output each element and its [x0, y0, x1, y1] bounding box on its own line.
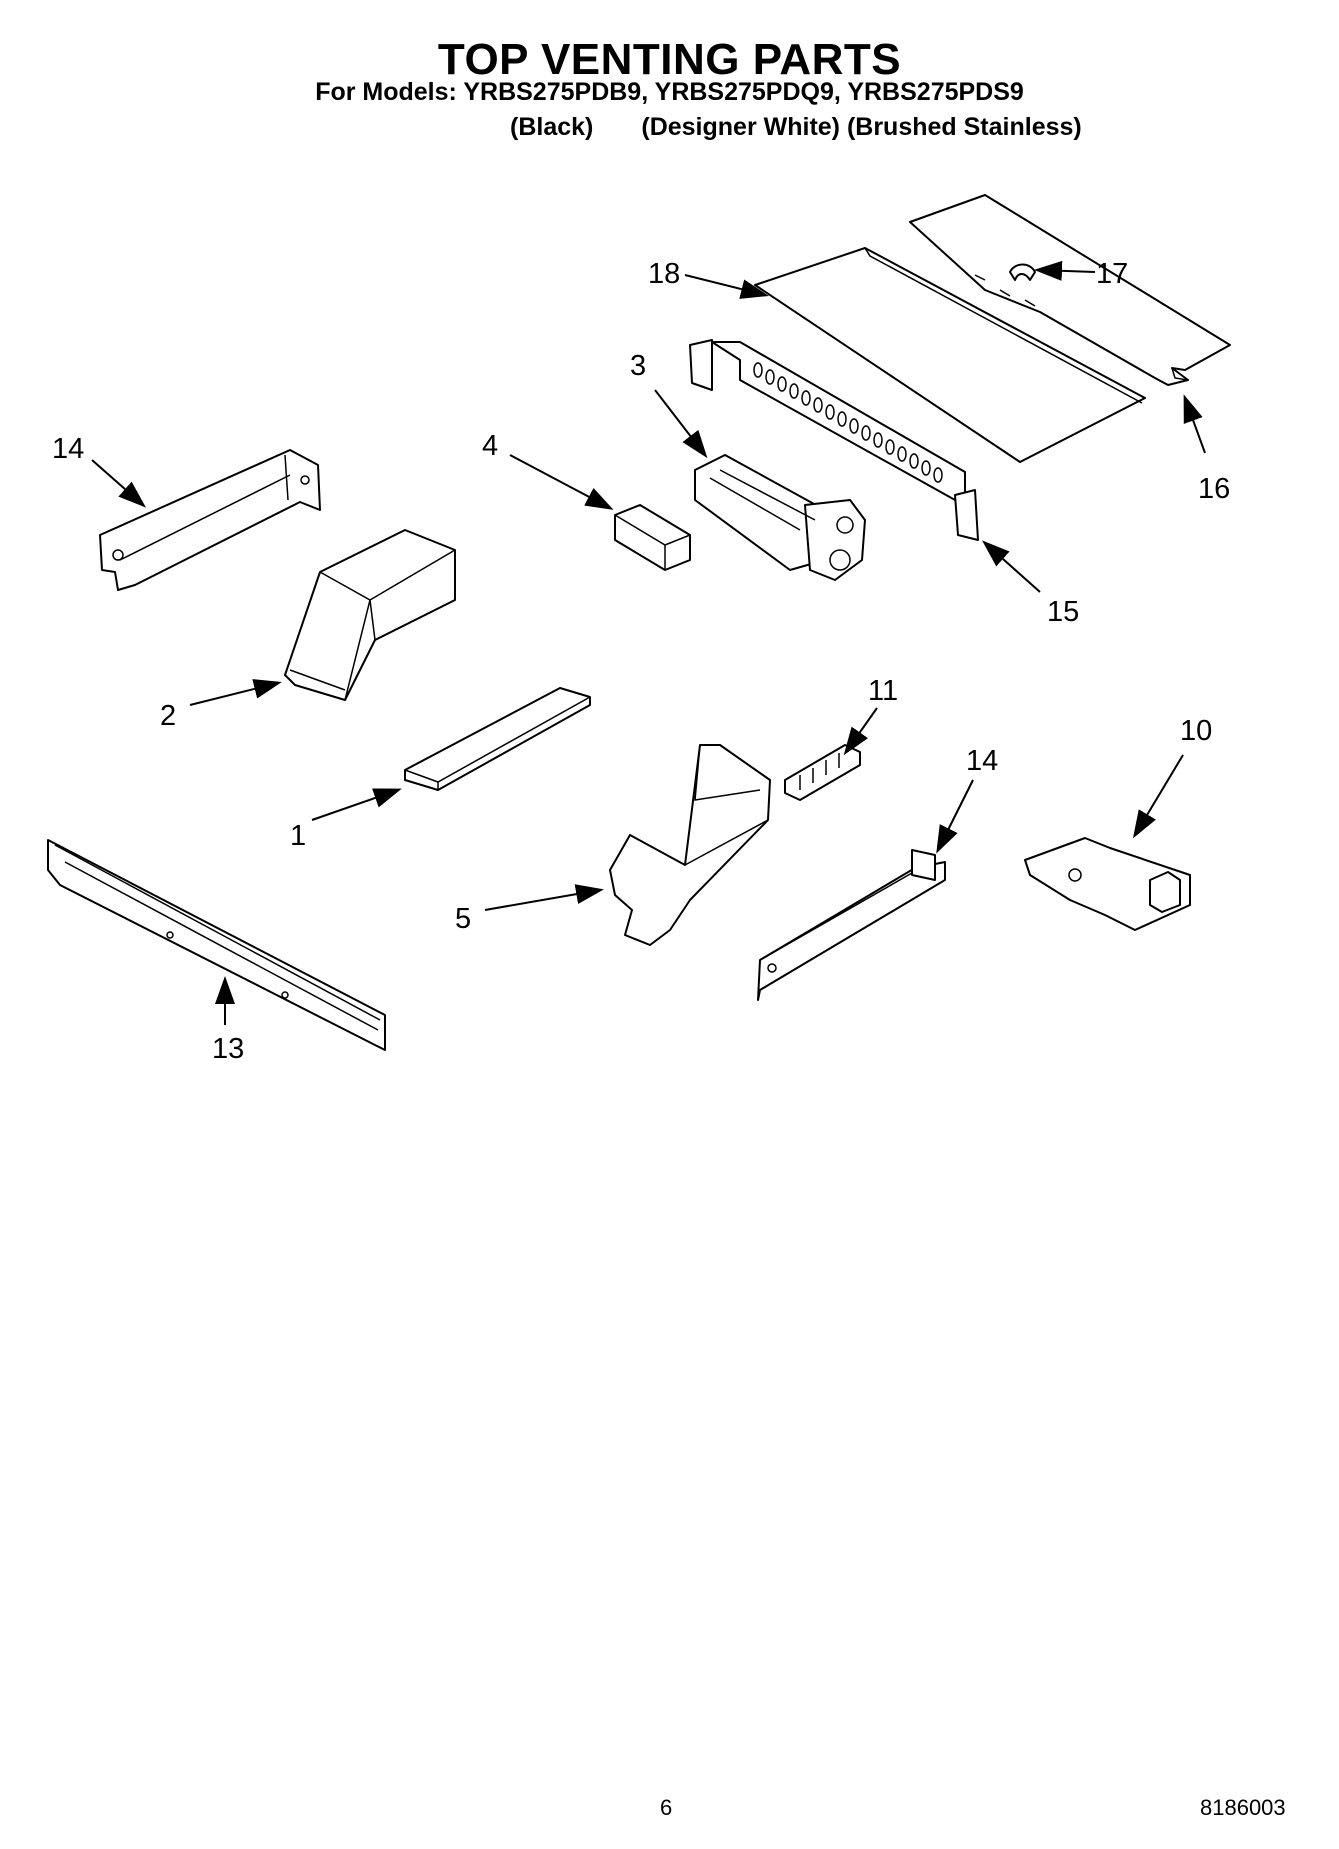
part-5-duct-shroud: [609, 744, 771, 946]
part-14-side-bracket-right: [757, 849, 946, 1001]
part-13-rail: [47, 839, 386, 1051]
color-designer-white: (Designer White): [641, 113, 840, 141]
callout-2: 2: [160, 700, 176, 732]
callout-15: 15: [1047, 596, 1079, 628]
part-15-perforated-bracket: [689, 339, 979, 541]
page-number: 6: [660, 1795, 673, 1820]
callout-4: 4: [482, 430, 498, 462]
callout-14-lower: 14: [966, 745, 998, 777]
callout-3: 3: [630, 350, 646, 382]
part-3-blower-assembly: [694, 454, 866, 581]
leader-lines: [91, 260, 1206, 1025]
callout-13: 13: [212, 1033, 244, 1065]
callout-5: 5: [455, 903, 471, 935]
part-2-duct: [284, 529, 456, 701]
model-colors: (Black) (Designer White) (Brushed Stainle…: [510, 115, 1082, 140]
part-18-vent-plate: [754, 247, 1146, 463]
page-title: TOP VENTING PARTS: [437, 35, 902, 84]
models-line: For Models: YRBS275PDB9, YRBS275PDQ9, YR…: [315, 78, 1024, 106]
callout-18: 18: [648, 258, 680, 290]
document-number: 8186003: [1200, 1795, 1286, 1820]
part-4-block: [614, 504, 691, 571]
part-10-control-bracket: [1024, 837, 1191, 931]
part-1-strip: [404, 687, 591, 791]
color-brushed-stainless: (Brushed Stainless): [846, 113, 1082, 141]
callout-11: 11: [868, 675, 898, 707]
color-black: (Black): [510, 113, 594, 141]
callout-16: 16: [1198, 473, 1230, 505]
part-17-clip: [1009, 263, 1036, 281]
callout-1: 1: [290, 820, 306, 852]
callout-labels: 18 17 16 3 4 14 15 2 1 5 11 14 10 13: [52, 258, 1230, 1065]
callout-14-upper: 14: [52, 433, 84, 465]
callout-17: 17: [1096, 258, 1128, 290]
part-16-top-panel: [909, 194, 1231, 386]
part-14-side-bracket-left: [99, 449, 321, 591]
part-11-terminal-block: [784, 744, 861, 801]
callout-10: 10: [1180, 715, 1212, 747]
